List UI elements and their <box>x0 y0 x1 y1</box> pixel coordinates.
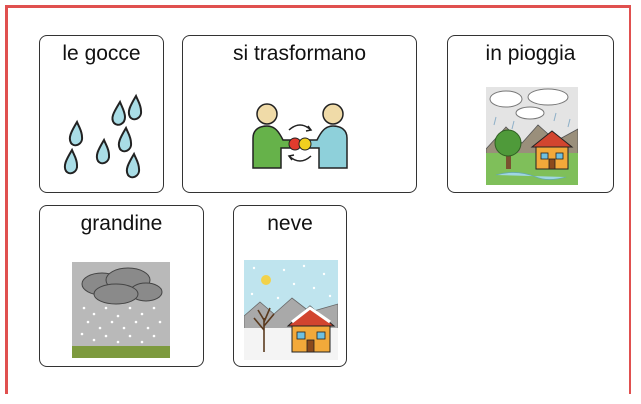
hail-cloud-icon <box>72 262 170 358</box>
exchange-people-icon <box>252 103 348 169</box>
card-in-pioggia[interactable]: in pioggia <box>447 35 614 193</box>
card-grandine[interactable]: grandine <box>39 205 204 367</box>
card-neve[interactable]: neve <box>233 205 347 367</box>
card-label: grandine <box>80 212 163 235</box>
raindrops-icon <box>63 93 143 179</box>
card-le-gocce[interactable]: le gocce <box>39 35 164 193</box>
rain-landscape-icon <box>486 87 578 185</box>
card-label: le gocce <box>62 42 141 65</box>
card-label: neve <box>267 212 313 235</box>
snow-landscape-icon <box>244 260 338 360</box>
communication-board <box>5 5 631 394</box>
card-si-trasformano[interactable]: si trasformano <box>182 35 417 193</box>
card-label: in pioggia <box>485 42 576 65</box>
card-label: si trasformano <box>232 42 367 65</box>
